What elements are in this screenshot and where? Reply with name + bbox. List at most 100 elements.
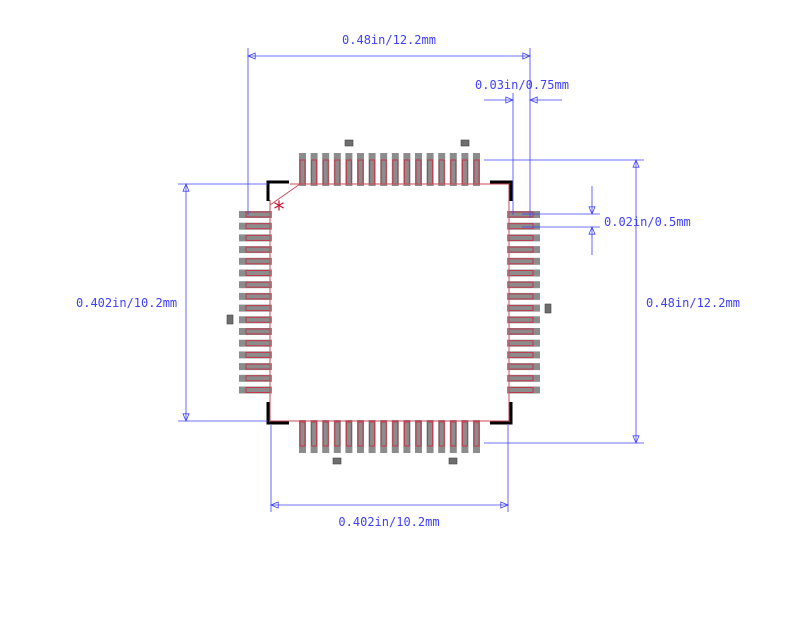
- pad-bottom-1: [299, 420, 306, 453]
- dim-top-width-arrow-right: [522, 52, 532, 60]
- pad-top-10: [403, 153, 411, 186]
- pad-left-11: [239, 328, 272, 335]
- pad-left-16: [239, 386, 272, 394]
- dim-label-right-height: 0.48in/12.2mm: [646, 296, 740, 310]
- pad-bottom-outline-6: [357, 421, 364, 447]
- pad-left-9: [239, 304, 272, 312]
- pad-top-14: [449, 153, 457, 186]
- pad-right-16: [507, 386, 540, 394]
- dim-left-height-arrow-bottom: [182, 413, 190, 423]
- pad-bottom-12: [426, 420, 434, 453]
- dim-bottom-width-arrow-left: [269, 501, 279, 509]
- dim-label-left-height: 0.402in/10.2mm: [76, 296, 177, 310]
- pad-top-2: [310, 153, 318, 186]
- dim-pad-length-arrow-right: [528, 96, 538, 104]
- pad-left-14: [239, 363, 272, 371]
- pad-right-7: [507, 281, 540, 289]
- dim-top-width-arrow-left: [246, 52, 256, 60]
- pad-top-11: [415, 153, 422, 186]
- pad-bottom-outline-4: [334, 421, 341, 447]
- dim-right-height-arrow-bottom: [632, 435, 640, 445]
- pad-top-4: [333, 153, 341, 186]
- dim-label-bottom-width: 0.402in/10.2mm: [338, 515, 439, 529]
- pad-right-5: [507, 257, 540, 265]
- pad-top-16: [473, 153, 480, 186]
- pad-left-5: [239, 257, 272, 265]
- pad-bottom-outline-7: [369, 421, 376, 447]
- pad-top-8: [380, 153, 388, 186]
- pad-bottom-13: [438, 420, 446, 453]
- pin1-marker: *: [274, 198, 285, 223]
- pad-bottom-outline-10: [403, 421, 410, 447]
- dim-left-height-arrow-top: [182, 182, 190, 192]
- pad-bottom-outline-2: [311, 421, 318, 447]
- pad-top-5: [345, 153, 353, 186]
- pad-left-4: [239, 246, 272, 254]
- pad-bottom-15: [461, 420, 469, 453]
- dim-label-pitch: 0.02in/0.5mm: [604, 215, 691, 229]
- pad-left-7: [239, 281, 272, 289]
- pad-right-8: [507, 292, 540, 300]
- pad-bottom-outline-12: [427, 421, 434, 447]
- pad-right-15: [507, 374, 540, 382]
- pad-right-9: [507, 304, 540, 312]
- fiducial-2: [460, 139, 470, 147]
- dim-bottom-width-arrow-right: [500, 501, 510, 509]
- fiducial-6: [544, 303, 552, 314]
- pad-bottom-6: [357, 420, 364, 453]
- pad-right-2: [507, 222, 540, 230]
- pad-bottom-outline-1: [299, 421, 306, 447]
- pad-left-2: [239, 222, 272, 230]
- fiducial-3: [332, 457, 342, 465]
- dim-pitch-arrow-bottom: [588, 225, 596, 235]
- pad-top-7: [368, 153, 376, 186]
- pin1-chamfer: [269, 183, 301, 206]
- fiducial-5: [226, 314, 234, 325]
- pad-top-6: [357, 153, 364, 186]
- pad-bottom-5: [345, 420, 353, 453]
- dim-right-height-arrow-top: [632, 158, 640, 168]
- pad-bottom-3: [322, 420, 330, 453]
- corner-mark-top-right: [490, 180, 513, 201]
- pad-right-1: [507, 211, 540, 218]
- pad-bottom-outline-15: [461, 421, 468, 447]
- pad-left-15: [239, 374, 272, 382]
- pad-right-13: [507, 351, 540, 359]
- pad-bottom-8: [380, 420, 388, 453]
- pad-top-3: [322, 153, 330, 186]
- pad-bottom-7: [368, 420, 376, 453]
- corner-mark-bottom-right: [490, 402, 513, 425]
- pad-right-11: [507, 328, 540, 335]
- pad-left-13: [239, 351, 272, 359]
- corner-mark-top-left: [266, 180, 289, 201]
- pad-top-15: [461, 153, 469, 186]
- pad-right-3: [507, 234, 540, 242]
- pad-bottom-4: [333, 420, 341, 453]
- fiducial-4: [448, 457, 458, 465]
- pad-right-10: [507, 316, 540, 324]
- pad-bottom-16: [473, 420, 480, 453]
- pad-bottom-outline-14: [450, 421, 457, 447]
- dim-pitch-arrow-top: [588, 206, 596, 216]
- pad-left-10: [239, 316, 272, 324]
- dimension-lines: [178, 48, 644, 512]
- fiducial-markers: [226, 139, 552, 465]
- pad-bottom-9: [391, 420, 399, 453]
- pad-bottom-outline-11: [415, 421, 422, 447]
- pad-bottom-14: [449, 420, 457, 453]
- pad-left-3: [239, 234, 272, 242]
- pad-bottom-outline-3: [322, 421, 329, 447]
- pad-left-6: [239, 269, 272, 277]
- pad-left-8: [239, 292, 272, 300]
- pad-bottom-outline-8: [380, 421, 387, 447]
- pad-top-1: [299, 153, 306, 186]
- dim-pad-length-arrow-left: [505, 96, 515, 104]
- pad-top-13: [438, 153, 446, 186]
- pad-bottom-outline-9: [392, 421, 399, 447]
- pad-bottom-2: [310, 420, 318, 453]
- pad-bottom-outline-13: [438, 421, 445, 447]
- pad-right-6: [507, 269, 540, 277]
- pad-top-12: [426, 153, 434, 186]
- pad-bottom-10: [403, 420, 411, 453]
